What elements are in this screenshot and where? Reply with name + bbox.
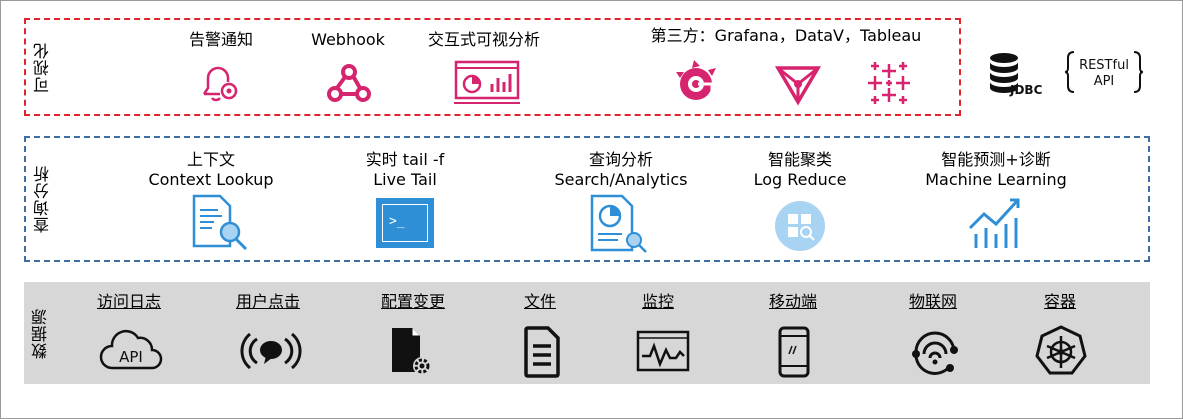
cloud-api-icon: API bbox=[99, 329, 163, 370]
logreduce-en-label: Log Reduce bbox=[753, 170, 847, 189]
report-analysis-icon bbox=[590, 194, 647, 253]
file-item: 文件 bbox=[500, 292, 580, 312]
third-party-label: 第三方：Grafana，DataV，Tableau bbox=[650, 26, 922, 45]
jdbc-database-icon: JDBC bbox=[990, 53, 1043, 97]
ml-cn-label: 智能预测+诊断 bbox=[941, 150, 1051, 169]
context-item: 上下文 Context Lookup bbox=[126, 150, 296, 190]
interactive-label: 交互式可视分析 bbox=[427, 30, 540, 49]
livetail-en-label: Live Tail bbox=[373, 170, 437, 189]
monitor-item: 监控 bbox=[618, 292, 698, 312]
webhook-icon bbox=[327, 64, 371, 102]
file-settings-icon bbox=[392, 328, 431, 375]
search-cn-label: 查询分析 bbox=[588, 150, 653, 169]
visualization-row: 可视化 告警通知 Webhook 交互式可视分析 第三方：Grafana，Dat… bbox=[24, 18, 961, 116]
access-log-item: 访问日志 bbox=[84, 292, 174, 312]
iot-wifi-icon bbox=[912, 331, 958, 375]
mobile-item: 移动端 bbox=[748, 292, 838, 312]
grafana-icon bbox=[676, 60, 716, 100]
webhook-item: Webhook bbox=[298, 30, 398, 50]
file-label: 文件 bbox=[523, 292, 556, 311]
trend-chart-icon bbox=[968, 198, 1020, 248]
alert-bell-gear-icon bbox=[202, 66, 238, 102]
context-cn-label: 上下文 bbox=[186, 150, 235, 169]
iot-item: 物联网 bbox=[888, 292, 978, 312]
logreduce-item: 智能聚类 Log Reduce bbox=[740, 150, 860, 190]
user-click-item: 用户点击 bbox=[218, 292, 318, 312]
livetail-item: 实时 tail -f Live Tail bbox=[340, 150, 470, 190]
source-row-label: 数据源 bbox=[31, 307, 50, 359]
webhook-label: Webhook bbox=[311, 30, 385, 49]
config-change-item: 配置变更 bbox=[358, 292, 468, 312]
api-badge: API bbox=[119, 348, 143, 366]
user-click-label: 用户点击 bbox=[235, 292, 300, 311]
restful-api-icon: RESTful API bbox=[1064, 51, 1144, 93]
api-label: API bbox=[1094, 74, 1115, 89]
restful-label: RESTful bbox=[1079, 58, 1129, 73]
data-source-row: 数据源 访问日志 API 用户点击 配置变更 文件 监控 bbox=[24, 282, 1150, 384]
datav-icon bbox=[774, 66, 822, 106]
file-lines-icon bbox=[524, 326, 560, 378]
dashboard-chart-icon bbox=[454, 60, 520, 104]
tableau-icon bbox=[868, 62, 910, 104]
visualization-row-label: 可视化 bbox=[33, 41, 52, 93]
monitor-label: 监控 bbox=[641, 292, 674, 311]
interactive-item: 交互式可视分析 bbox=[414, 30, 554, 50]
third-party-item: 第三方：Grafana，DataV，Tableau bbox=[636, 26, 936, 46]
ml-en-label: Machine Learning bbox=[925, 170, 1067, 189]
container-item: 容器 bbox=[1020, 292, 1100, 312]
alert-item: 告警通知 bbox=[176, 30, 266, 50]
jdbc-label: JDBC bbox=[1009, 83, 1043, 97]
mobile-phone-icon bbox=[778, 326, 810, 378]
search-en-label: Search/Analytics bbox=[554, 170, 688, 189]
cluster-grid-icon bbox=[775, 201, 825, 251]
access-log-label: 访问日志 bbox=[96, 292, 161, 311]
livetail-cn-label: 实时 tail -f bbox=[365, 150, 445, 169]
document-search-icon bbox=[192, 194, 248, 250]
broadcast-chat-icon bbox=[240, 332, 302, 370]
query-analysis-row: 查询分析 上下文 Context Lookup 实时 tail -f Live … bbox=[24, 136, 1150, 262]
mobile-label: 移动端 bbox=[768, 292, 817, 311]
iot-label: 物联网 bbox=[908, 292, 957, 311]
query-row-label: 查询分析 bbox=[33, 165, 52, 233]
alert-label: 告警通知 bbox=[188, 30, 253, 49]
terminal-prompt: >_ bbox=[389, 214, 405, 229]
config-change-label: 配置变更 bbox=[380, 292, 445, 311]
context-en-label: Context Lookup bbox=[148, 170, 274, 189]
container-label: 容器 bbox=[1043, 292, 1076, 311]
monitor-pulse-icon bbox=[636, 330, 690, 372]
ml-item: 智能预测+诊断 Machine Learning bbox=[906, 150, 1086, 190]
terminal-icon: >_ bbox=[376, 198, 434, 248]
search-item: 查询分析 Search/Analytics bbox=[526, 150, 716, 190]
logreduce-cn-label: 智能聚类 bbox=[767, 150, 832, 169]
kubernetes-icon bbox=[1035, 325, 1087, 375]
